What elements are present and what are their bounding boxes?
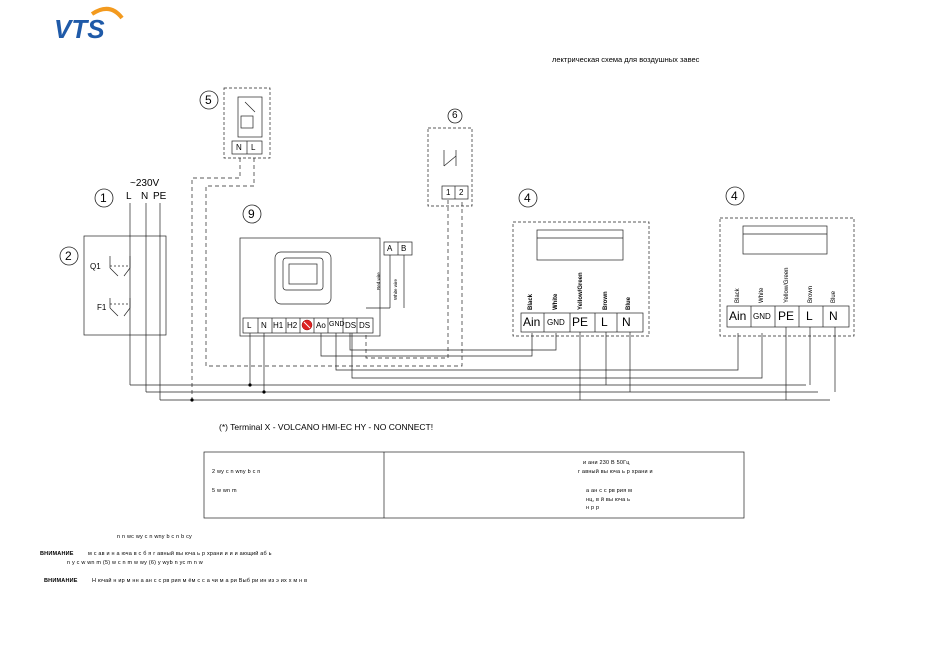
label-9: 9 [248,207,255,221]
terminal-note: (*) Terminal X - VOLCANO HMI-EC HY - NO … [219,422,434,432]
wire-color-brown: Brown [603,291,609,310]
q1-label: Q1 [90,262,101,271]
controller-terminal-ds1: DS [345,321,357,330]
wire-color-yellow-green: Yellow/Green [784,267,790,303]
fan-terminal-l: L [806,309,813,323]
legend-right-1: и ани 230 В 50Гц [583,460,630,466]
fan-terminal-gnd: GND [547,318,565,327]
legend-left-2: 5 w wn m [212,488,237,494]
label-4b: 4 [731,189,738,203]
supply-pe-label: PE [153,191,167,202]
warning-text-2: Н ючай н ир м нн а ан с с рв рия м ём с … [92,578,308,584]
wire-color-brown: Brown [808,285,814,303]
controller-terminal-ao: Ao [316,321,326,330]
controller-terminal-ds2: DS [359,321,371,330]
controller-terminal-n: N [261,321,267,330]
logo-swoosh-icon [90,6,124,20]
white-wire-label: White wire [393,278,398,300]
fan-terminal-pe: PE [572,315,589,329]
fan-terminal-n: N [829,309,838,323]
warning-text-1a: м с ав и н а юча в с б я г авный вы юча … [88,551,272,557]
note-line-1: n n wc wy c n wny b c n b cy [117,534,192,540]
controller-terminal-h2: H2 [287,321,298,330]
supply-n-label: N [141,191,149,202]
logo-text: VTS [54,14,105,44]
wire-color-black: Black [528,293,534,310]
vts-logo: VTS [52,4,124,44]
controller-terminal-a: A [387,244,393,253]
label-5: 5 [205,93,212,107]
legend-right-4: нц, в й вы юча ь [586,497,631,503]
legend-right-2: г авный вы юча ь р храни и [578,469,653,475]
legend-left-1: 2 wy c n wny b c n [212,469,261,475]
switch-terminal-1: 1 [446,188,451,197]
label-4a: 4 [524,191,531,205]
thermostat-terminal-l: L [251,143,256,152]
wire-color-blue: Blue [831,290,837,303]
page-title: лектрическая схема для воздушных завес [552,55,700,64]
fan-terminal-ain: Ain [729,309,747,323]
controller-terminal-l: L [247,321,252,330]
label-6: 6 [452,110,458,121]
voltage-label: ~230V [130,178,160,189]
warning-text-1b: n y c w wn m (5) w c n m w wy (6) y wyb … [67,560,203,566]
label-1: 1 [100,191,107,205]
red-wire-label: Red wire [376,272,381,290]
warning-label-1: ВНИМАНИЕ [40,551,74,557]
fan-terminal-l: L [601,315,608,329]
wire-color-blue: Blue [626,296,632,310]
fan-terminal-gnd: GND [753,312,771,321]
thermostat-terminal-n: N [236,143,242,152]
wire-color-black: Black [735,288,741,303]
fan-terminal-ain: Ain [523,315,541,329]
controller-terminal-b: B [401,244,407,253]
switch-terminal-2: 2 [459,188,464,197]
wire-color-white: White [759,287,765,303]
controller-terminal-gnd: GND [329,321,345,328]
warning-label-2: ВНИМАНИЕ [44,578,78,584]
legend-right-3: а ан с с рв рия м [586,488,633,494]
legend-right-5: н р р [586,505,600,511]
supply-l-label: L [126,191,132,202]
f1-label: F1 [97,303,107,312]
wire-color-yellow-green: Yellow/Green [578,272,584,310]
fan-terminal-n: N [622,315,631,329]
label-2: 2 [65,249,72,263]
wire-color-white: White [553,293,559,310]
fan-terminal-pe: PE [778,309,795,323]
controller-terminal-h1: H1 [273,321,284,330]
